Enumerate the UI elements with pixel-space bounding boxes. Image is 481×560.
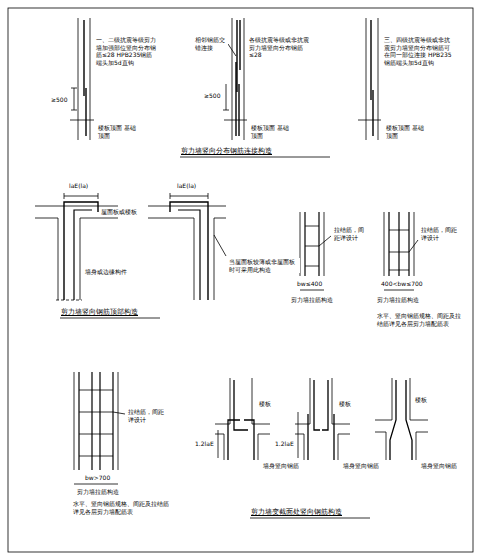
note-label: 剪力墙拉筋构造	[76, 488, 120, 496]
note-label: 墙身竖向钢筋	[342, 462, 380, 470]
tie-detail	[300, 212, 331, 290]
note-label: 水平、竖向钢筋规格、间距及拉结筋详见各层剪力墙配筋表	[72, 500, 170, 515]
detail-caption: 剪力墙竖向分布钢筋连接构造	[180, 147, 273, 156]
note-label: 楼板	[338, 400, 352, 408]
note-label: 水平、竖向钢筋规格、间距及拉结筋详见各层剪力墙配筋表	[376, 312, 462, 327]
splice-detail	[70, 18, 94, 140]
caption-rule	[180, 157, 330, 158]
note-label: 剪力墙拉筋构造	[290, 296, 334, 304]
offset-detail	[375, 378, 428, 460]
note-label: 各级抗震等级或非抗震剪力墙竖向分布钢筋≤28	[248, 36, 312, 59]
note-label: 楼板顶面 基础顶面	[385, 124, 427, 139]
note-label: 剪力墙拉筋构造	[376, 296, 420, 304]
note-label: 楼板顶面 基础顶面	[97, 124, 139, 139]
tie-detail	[74, 372, 125, 484]
note-label: 一、二级抗震等级剪力墙加强部位竖向分布钢筋≤28 HPB235钢筋端头加5d直钩	[95, 36, 159, 66]
note-label: ≥500	[50, 96, 68, 104]
note-label: 拉结筋，间距详设计	[420, 226, 458, 241]
note-label: 1.2laE	[274, 440, 295, 448]
note-label: 墙身竖向钢筋	[420, 462, 458, 470]
note-label: ≥500	[203, 92, 221, 100]
note-label: 拉结筋，间距详设计	[127, 408, 169, 423]
note-label: laE(la)	[68, 182, 89, 190]
tie-detail	[384, 212, 418, 290]
splice-detail	[358, 18, 381, 140]
note-label: 楼板顶面 基础顶面	[250, 124, 292, 139]
caption-rule	[250, 518, 370, 519]
detail-caption: 剪力墙竖向钢筋顶部构造	[60, 308, 139, 317]
note-label: 墙身竖向钢筋	[262, 462, 300, 470]
note-label: bw≤400	[296, 280, 323, 288]
roof-anchorage-detail	[148, 193, 226, 300]
detail-caption: 剪力墙变截面处竖向钢筋构造	[250, 508, 343, 517]
note-label: 墙身或边缘构件	[84, 268, 128, 276]
note-label: 1.2laE	[194, 440, 215, 448]
note-label: 当屋面板较薄或非屋面板时可采用此构造	[228, 258, 300, 273]
note-label: 相邻钢筋交错连接	[194, 36, 228, 51]
note-label: 屋面板或楼板	[100, 208, 138, 216]
offset-detail	[295, 378, 350, 460]
note-label: 三、四级抗震等级或非抗震剪力墙竖向分布钢筋可在同一部位连接 HPB235钢筋端头…	[383, 36, 453, 66]
note-label: bw>700	[84, 474, 111, 482]
note-label: laE(la)	[176, 182, 197, 190]
caption-rule	[60, 318, 160, 319]
offset-detail	[215, 378, 270, 460]
note-label: 拉结筋，间距详设计	[333, 226, 369, 241]
note-label: 楼板	[258, 400, 272, 408]
sheet-frame	[8, 8, 473, 552]
note-label: 400<bw≤700	[380, 280, 424, 288]
note-label: 楼板	[414, 396, 428, 404]
